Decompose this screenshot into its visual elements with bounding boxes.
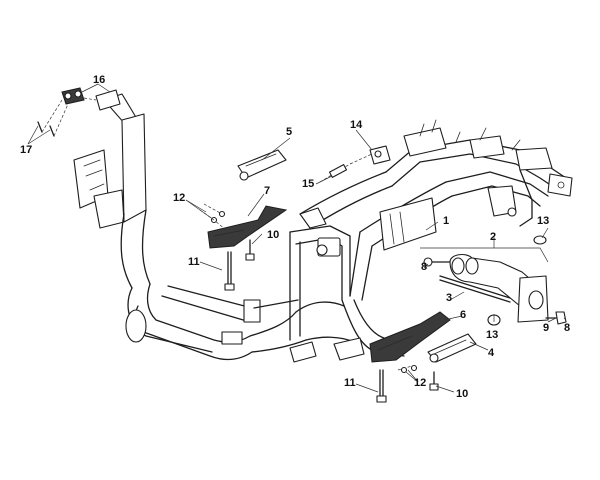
bolt-10-left <box>245 239 255 261</box>
nut-9 <box>545 311 567 325</box>
callout-1: 1 <box>443 215 450 227</box>
callout-7: 7 <box>264 185 271 197</box>
bolt-8-left <box>423 257 451 267</box>
callout-15: 15 <box>302 178 315 190</box>
callout-4: 4 <box>488 347 495 359</box>
bolt-10-right <box>429 371 439 391</box>
callout-5: 5 <box>286 126 293 138</box>
callout-13-top: 13 <box>537 215 550 227</box>
callout-3: 3 <box>446 292 453 304</box>
bracket-5 <box>237 149 287 181</box>
bracket-4 <box>427 333 477 363</box>
bracket-7 <box>207 205 288 249</box>
callout-6: 6 <box>460 309 467 321</box>
bolt-15 <box>319 153 373 183</box>
callout-11-left: 11 <box>188 256 200 268</box>
callout-12-right: 12 <box>414 377 427 389</box>
callout-8-left: 8 <box>421 261 428 273</box>
callout-11-right: 11 <box>344 377 356 389</box>
nuts-12-right <box>397 364 419 383</box>
clamp-14 <box>369 145 391 165</box>
bracket-6 <box>369 311 451 363</box>
engine-hanger-2 <box>420 247 549 323</box>
clamp-bracket-16 <box>61 87 121 111</box>
callout-10-left: 10 <box>267 229 280 241</box>
callout-10-right: 10 <box>456 388 469 400</box>
callout-17: 17 <box>20 144 33 156</box>
bolt-11-left <box>224 251 235 291</box>
nuts-12-left <box>199 203 227 231</box>
callout-14: 14 <box>350 119 363 131</box>
callout-9: 9 <box>543 322 550 334</box>
main-frame <box>73 93 573 363</box>
callout-2: 2 <box>490 231 497 243</box>
bolt-11-right <box>376 369 387 403</box>
callout-16: 16 <box>93 74 106 86</box>
bolt-3 <box>439 275 511 303</box>
callout-12-left: 12 <box>173 192 186 204</box>
bolts-17 <box>37 99 69 137</box>
callout-13-bottom: 13 <box>486 329 499 341</box>
callout-8-right: 8 <box>564 322 571 334</box>
leader-lines <box>27 83 567 393</box>
